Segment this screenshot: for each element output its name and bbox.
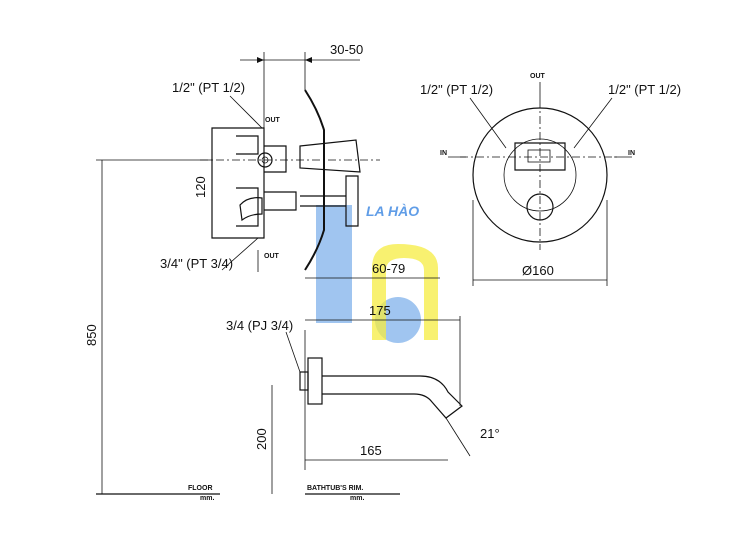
front-left-conn-label: 1/2" (PT 1/2) <box>420 82 493 97</box>
knob-shaft <box>300 195 346 207</box>
watermark-text: LA HÀO <box>366 203 419 219</box>
front-out-label: OUT <box>530 73 546 80</box>
valve-stem <box>264 145 297 211</box>
conn-bottom-label: 3/4" (PT 3/4) <box>160 256 233 271</box>
front-right-leader <box>573 97 613 149</box>
spout-flange <box>299 371 309 391</box>
conn-bottom-leader <box>221 237 259 271</box>
dim-200-label: 200 <box>254 428 269 450</box>
spout-plate <box>307 357 323 405</box>
rim-unit: mm. <box>350 495 364 502</box>
front-right-conn-label: 1/2" (PT 1/2) <box>608 82 681 97</box>
dim-175-label: 175 <box>369 303 391 318</box>
diverter-body <box>211 127 265 239</box>
watermark-yellow-arch <box>372 244 438 340</box>
lower-port <box>239 197 263 222</box>
front-left-leader <box>469 97 507 149</box>
out-label-bottom: OUT <box>264 253 280 260</box>
cover-plate <box>304 89 325 271</box>
spout-body <box>322 375 463 419</box>
spout-conn-label: 3/4 (PJ 3/4) <box>226 318 293 333</box>
diverter-inner <box>236 135 259 227</box>
dim-120-label: 120 <box>193 176 208 198</box>
spout-angle-label: 21° <box>480 426 500 441</box>
front-handle <box>514 142 566 171</box>
conn-top-left-label: 1/2" (PT 1/2) <box>172 80 245 95</box>
dim-850-label: 850 <box>84 324 99 346</box>
height-850: 850 FLOOR mm. <box>84 159 220 502</box>
conn-top-left-leader <box>229 95 263 129</box>
dim-30-50-label: 30-50 <box>330 42 363 57</box>
front-in-left-label: IN <box>440 150 447 157</box>
dim-160-label: Ø160 <box>522 263 554 278</box>
spout-conn-leader <box>285 331 301 373</box>
floor-label: FLOOR <box>188 485 213 492</box>
dim-165-label: 165 <box>360 443 382 458</box>
knob <box>345 175 359 227</box>
floor-unit: mm. <box>200 495 214 502</box>
dim-60-79-label: 60-79 <box>372 261 405 276</box>
diverter-side-view: 30-50 120 1/2" (PT 1/2) OUT 3/4" (PT 3/4… <box>160 42 440 279</box>
diverter-front-view: OUT IN IN 1/2" (PT 1/2) 1/2" (PT 1/2) Ø1… <box>420 73 681 286</box>
spout-angle-line <box>445 417 471 457</box>
front-handle-badge <box>527 149 551 163</box>
spout-view: 21° 3/4 (PJ 3/4) 175 165 200 BATHTUB'S R… <box>226 303 500 502</box>
front-in-right-label: IN <box>628 150 635 157</box>
handle <box>299 139 361 173</box>
out-label-top: OUT <box>265 117 281 124</box>
rim-label: BATHTUB'S RIM. <box>307 485 363 492</box>
